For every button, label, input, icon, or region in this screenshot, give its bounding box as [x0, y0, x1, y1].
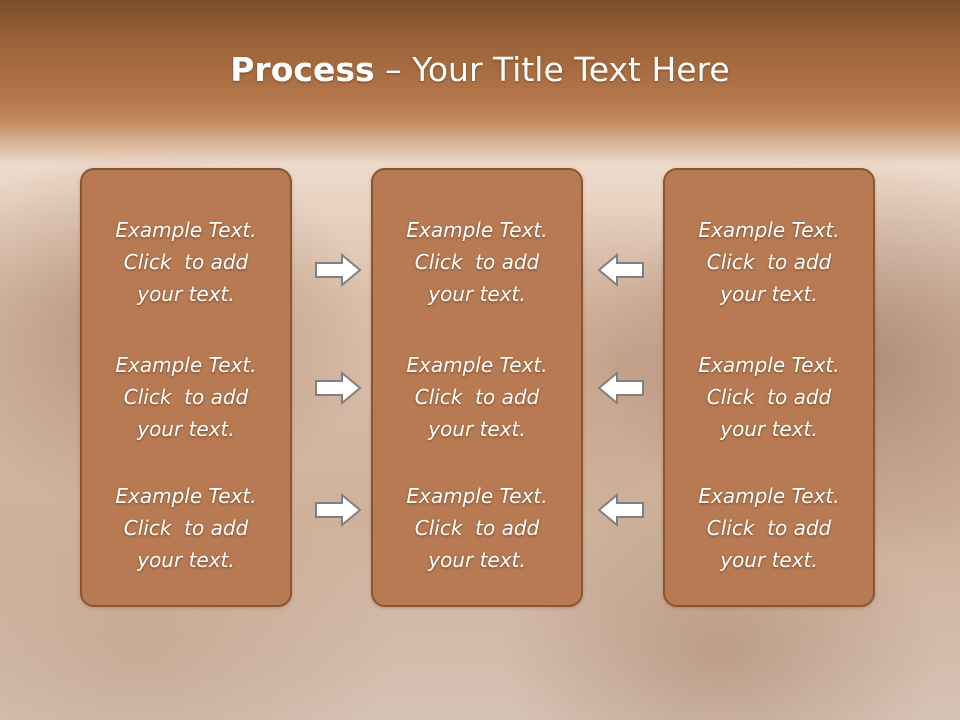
- arrow-left-icon: [597, 371, 644, 405]
- text-block[interactable]: Example Text. Click to add your text.: [665, 480, 873, 576]
- arrow-left-icon: [597, 253, 644, 287]
- text-line: your text.: [137, 417, 235, 441]
- text-line: Click to add: [414, 516, 540, 540]
- text-line: your text.: [720, 548, 818, 572]
- right-panel[interactable]: Example Text. Click to add your text. Ex…: [663, 168, 875, 607]
- arrow-right-icon: [315, 371, 362, 405]
- text-line: Example Text.: [406, 484, 548, 508]
- text-line: Click to add: [414, 250, 540, 274]
- arrow-right-icon: [315, 493, 362, 527]
- center-panel[interactable]: Example Text. Click to add your text. Ex…: [371, 168, 583, 607]
- title-bold: Process: [230, 50, 375, 89]
- text-line: Click to add: [123, 250, 249, 274]
- text-line: Click to add: [123, 516, 249, 540]
- text-line: Example Text.: [115, 353, 257, 377]
- text-block[interactable]: Example Text. Click to add your text.: [82, 349, 290, 445]
- text-line: Click to add: [706, 250, 832, 274]
- slide-title[interactable]: Process – Your Title Text Here: [0, 50, 960, 89]
- arrow-right-icon: [315, 253, 362, 287]
- text-line: your text.: [428, 282, 526, 306]
- text-line: Example Text.: [115, 218, 257, 242]
- text-block[interactable]: Example Text. Click to add your text.: [373, 349, 581, 445]
- arrow-left-icon: [597, 493, 644, 527]
- text-block[interactable]: Example Text. Click to add your text.: [665, 349, 873, 445]
- text-line: Example Text.: [698, 218, 840, 242]
- left-panel[interactable]: Example Text. Click to add your text. Ex…: [80, 168, 292, 607]
- text-block[interactable]: Example Text. Click to add your text.: [373, 480, 581, 576]
- text-line: Example Text.: [698, 484, 840, 508]
- text-line: your text.: [720, 282, 818, 306]
- text-line: Example Text.: [406, 218, 548, 242]
- text-line: Example Text.: [698, 353, 840, 377]
- title-rest: – Your Title Text Here: [374, 50, 730, 89]
- text-block[interactable]: Example Text. Click to add your text.: [665, 214, 873, 310]
- text-line: Example Text.: [406, 353, 548, 377]
- text-line: your text.: [137, 548, 235, 572]
- text-line: Click to add: [706, 385, 832, 409]
- text-line: your text.: [428, 417, 526, 441]
- text-line: Click to add: [414, 385, 540, 409]
- text-line: your text.: [428, 548, 526, 572]
- text-block[interactable]: Example Text. Click to add your text.: [373, 214, 581, 310]
- text-block[interactable]: Example Text. Click to add your text.: [82, 214, 290, 310]
- text-line: Example Text.: [115, 484, 257, 508]
- text-line: your text.: [720, 417, 818, 441]
- text-block[interactable]: Example Text. Click to add your text.: [82, 480, 290, 576]
- text-line: Click to add: [123, 385, 249, 409]
- text-line: Click to add: [706, 516, 832, 540]
- text-line: your text.: [137, 282, 235, 306]
